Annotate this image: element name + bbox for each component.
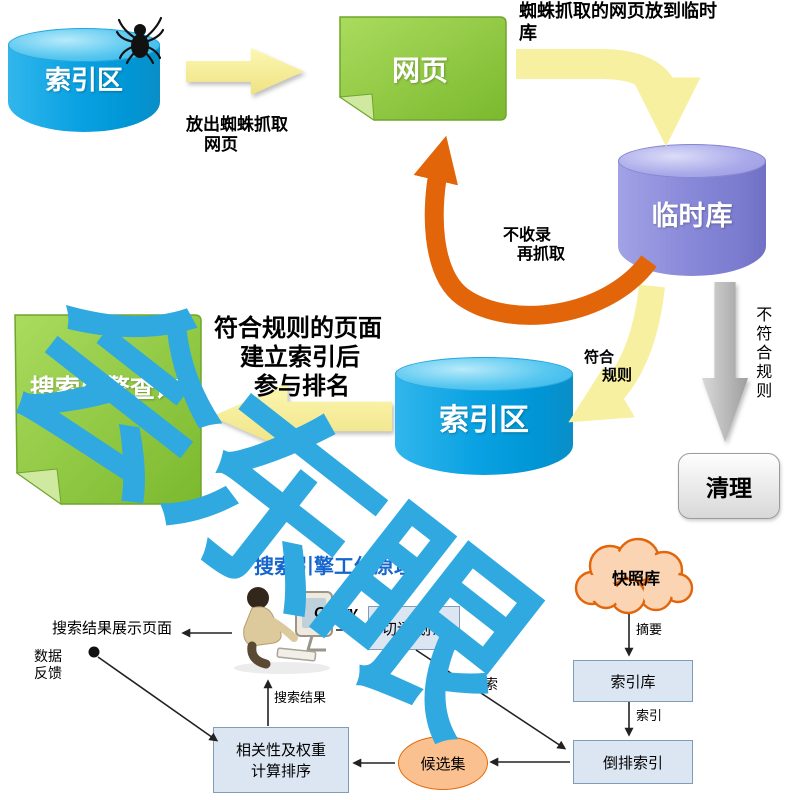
arrow-index-to-webpage — [186, 48, 304, 95]
snapshot-cloud-label: 快照库 — [611, 571, 660, 588]
webpage-document: 网页 — [330, 13, 510, 125]
feedback-annotation-line — [97, 656, 219, 742]
word-segment-label: 切词 划词 — [381, 620, 447, 638]
webpage-label: 网页 — [391, 55, 448, 86]
no-match-rule-note: 不符合规则 — [753, 306, 771, 401]
index-lib-label: 索引库 — [610, 673, 656, 691]
match-rule-note-line2: 规则 — [602, 367, 633, 384]
temp-lib-cylinder: 临时库 — [618, 144, 766, 276]
crawl-note-line2: 库 — [519, 22, 537, 43]
recrawl-note-line1: 不收录 — [503, 227, 552, 244]
search-query-document: 搜索引擎查询 — [5, 309, 205, 509]
arrow-templib-to-cleanup — [702, 282, 748, 442]
match-rule-note: 符合 规则 — [584, 349, 632, 385]
snapshot-cloud-shape — [574, 537, 694, 615]
index-edge-label: 索引 — [636, 708, 663, 723]
candidate-set-label: 候选集 — [420, 755, 466, 773]
arrow-webpage-to-templib — [516, 49, 701, 147]
cleanup-box: 清理 — [678, 453, 780, 519]
feedback-annotation-dot — [88, 646, 100, 658]
index-area-label-2: 索引区 — [439, 404, 529, 437]
cylinder-top — [395, 357, 573, 391]
relevance-sort-line1: 相关性及权重 — [235, 742, 326, 759]
index-area-cylinder-1: 索引区 — [8, 28, 160, 132]
spider-release-note-line2: 网页 — [204, 135, 238, 155]
search-query-label: 搜索引擎查询 — [29, 375, 180, 403]
crawl-note: 蜘蛛抓取的网页放到临时 库 — [519, 1, 729, 44]
cleanup-label: 清理 — [706, 475, 752, 501]
arrow-index-to-query — [212, 383, 392, 450]
index-lib-box: 索引库 — [573, 660, 693, 702]
rank-note-line3: 参与排名 — [254, 372, 350, 400]
rank-note: 符合规则的页面 建立索引后 参与排名 — [214, 315, 382, 401]
recrawl-note: 不收录 再抓取 — [503, 226, 565, 264]
feedback-note-line2: 反馈 — [34, 664, 62, 681]
rank-note-line1: 符合规则的页面 — [214, 315, 382, 342]
rank-note-line2: 建立索引后 — [240, 343, 360, 371]
index-area-label-1: 索引区 — [44, 65, 123, 95]
summary-label: 摘要 — [636, 622, 663, 637]
person-at-computer-icon — [234, 587, 333, 674]
crawl-note-line1: 蜘蛛抓取的网页放到临时 — [519, 1, 717, 21]
index-area-cylinder-2: 索引区 — [395, 357, 573, 475]
inverted-index-label: 倒排索引 — [602, 754, 663, 772]
results-page-text: 搜索结果展示页面 — [52, 620, 173, 637]
recrawl-note-line2: 再抓取 — [517, 246, 566, 264]
arrow-templib-to-indexarea — [568, 284, 665, 423]
feedback-note-line1: 数据 — [34, 648, 62, 664]
temp-lib-label: 临时库 — [651, 201, 733, 231]
relevance-sort-line2: 计算排序 — [250, 763, 311, 780]
inverted-index-box: 倒排索引 — [573, 740, 693, 784]
query-label: Query — [314, 604, 358, 621]
match-rule-note-line1: 符合 — [584, 349, 615, 366]
spider-release-note-line1: 放出蜘蛛抓取 — [186, 115, 288, 134]
cylinder-top — [618, 144, 766, 178]
spider-release-note: 放出蜘蛛抓取 网页 — [186, 115, 288, 156]
feedback-note: 数据 反馈 — [34, 648, 62, 682]
search-result-edge-label: 搜索结果 — [274, 690, 327, 705]
bottom-diagram-title: 搜索引擎工作原理 — [254, 556, 414, 578]
word-segment-box: 切词 划词 — [368, 606, 460, 650]
spider-icon — [115, 16, 165, 65]
relevance-sort-box: 相关性及权重 计算排序 — [213, 727, 349, 793]
